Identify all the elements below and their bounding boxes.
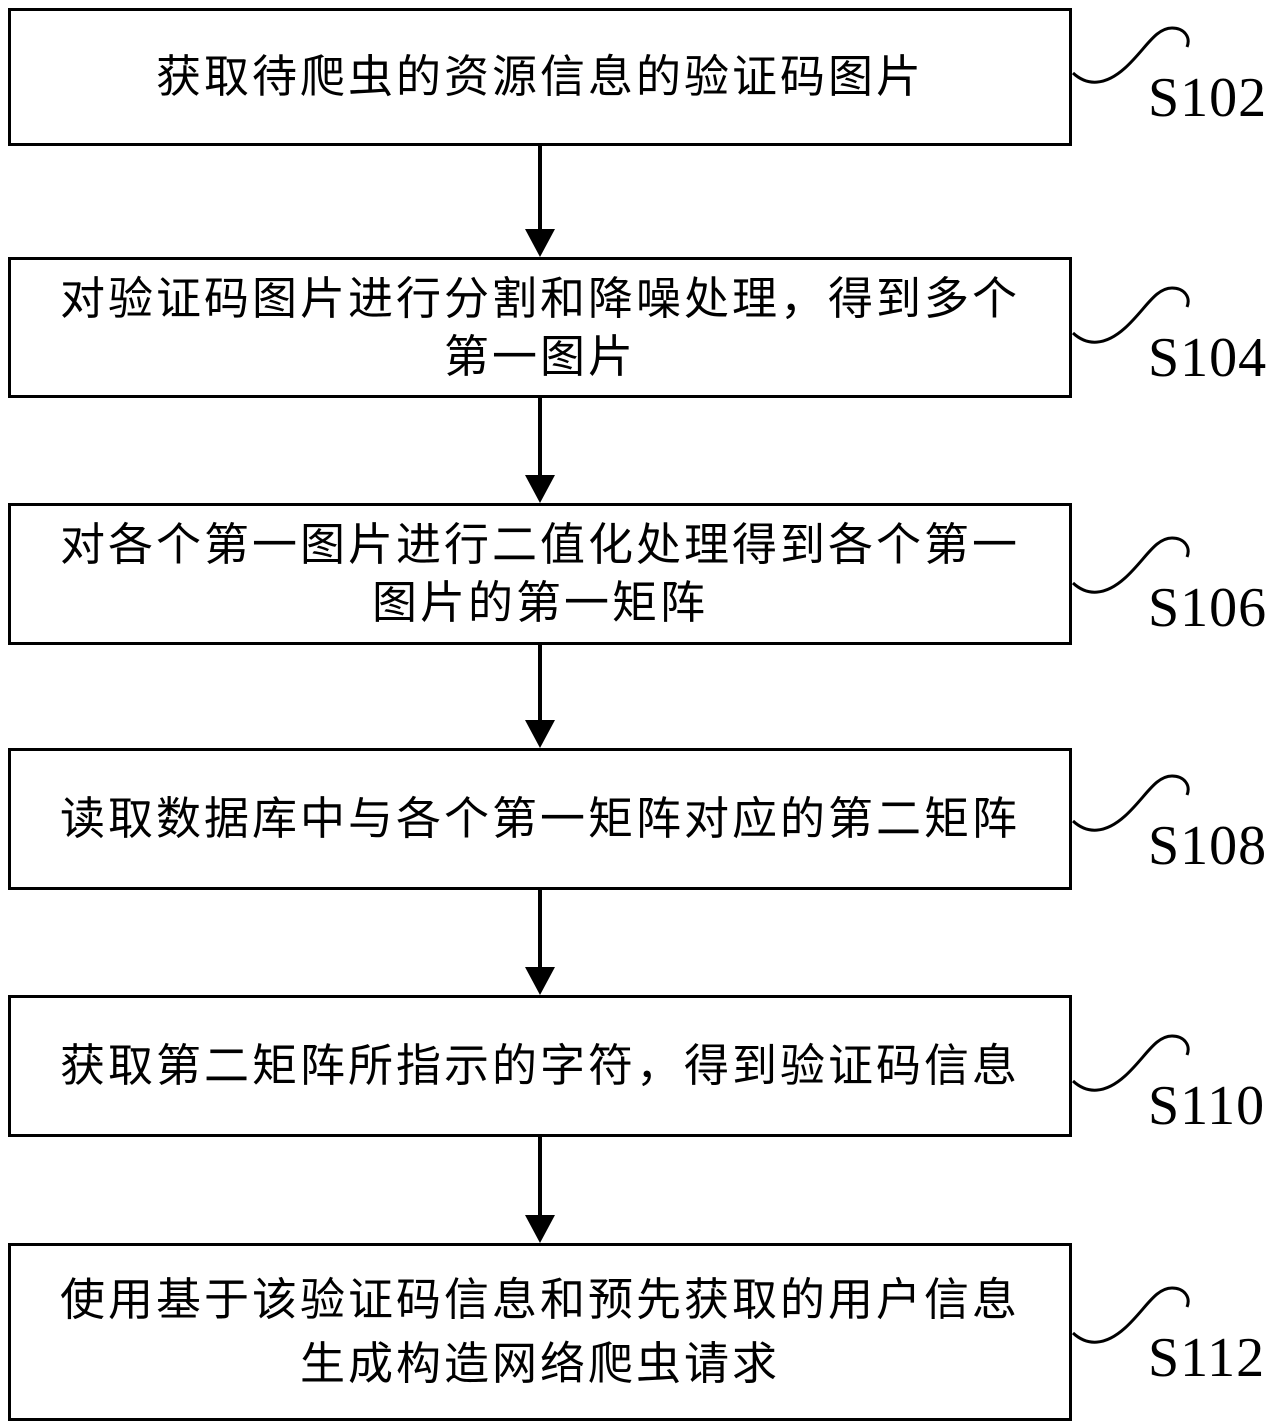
reference-connector-squiggle (1071, 774, 1190, 832)
step-label-s102: S102 (1148, 67, 1268, 129)
down-arrow-icon (525, 398, 555, 503)
process-box-s112: 使用基于该验证码信息和预先获取的用户信息 生成构造网络爬虫请求 (8, 1243, 1072, 1421)
process-box-s110: 获取第二矩阵所指示的字符，得到验证码信息 (8, 995, 1072, 1137)
process-step-text: 读取数据库中与各个第一矩阵对应的第二矩阵 (59, 792, 1020, 846)
step-label-s108: S108 (1148, 815, 1268, 877)
reference-connector-squiggle (1071, 1034, 1190, 1092)
process-step-text: 获取待爬虫的资源信息的验证码图片 (155, 50, 924, 104)
step-label-s112: S112 (1148, 1327, 1266, 1389)
down-arrow-icon (525, 1137, 555, 1243)
process-box-s106: 对各个第一图片进行二值化处理得到各个第一 图片的第一矩阵 (8, 503, 1072, 645)
reference-connector-squiggle (1071, 286, 1190, 344)
step-label-s106: S106 (1148, 577, 1268, 639)
reference-connector-squiggle (1071, 1286, 1190, 1344)
process-step-text: 对各个第一图片进行二值化处理得到各个第一 (59, 518, 1020, 572)
step-label-s110: S110 (1148, 1075, 1266, 1137)
process-step-text: 使用基于该验证码信息和预先获取的用户信息 (59, 1273, 1020, 1327)
process-step-text: 对验证码图片进行分割和降噪处理，得到多个 (59, 271, 1020, 325)
down-arrow-icon (525, 645, 555, 748)
process-box-s104: 对验证码图片进行分割和降噪处理，得到多个 第一图片 (8, 257, 1072, 398)
process-box-s108: 读取数据库中与各个第一矩阵对应的第二矩阵 (8, 748, 1072, 890)
reference-connector-squiggle (1071, 536, 1190, 594)
down-arrow-icon (525, 890, 555, 995)
process-step-text: 图片的第一矩阵 (371, 576, 708, 629)
step-label-s104: S104 (1148, 327, 1268, 389)
process-box-s102: 获取待爬虫的资源信息的验证码图片 (8, 8, 1072, 146)
process-step-text: 第一图片 (443, 329, 636, 383)
process-step-text: 生成构造网络爬虫请求 (299, 1337, 780, 1390)
process-step-text: 获取第二矩阵所指示的字符，得到验证码信息 (59, 1039, 1020, 1093)
reference-connector-squiggle (1071, 26, 1190, 84)
down-arrow-icon (525, 146, 555, 257)
